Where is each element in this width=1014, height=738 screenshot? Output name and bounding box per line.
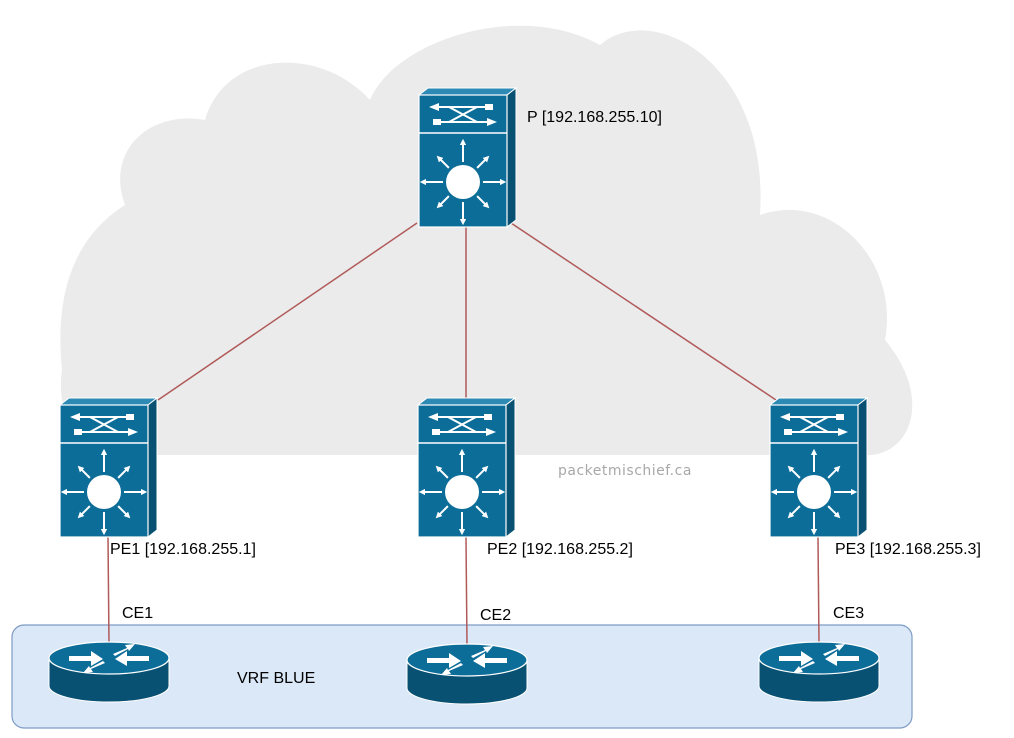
link-pe2-ce2 — [465, 536, 468, 647]
vrf-label: VRF BLUE — [237, 670, 315, 687]
node-label-pe1: PE1 [192.168.255.1] — [110, 541, 256, 558]
links — [107, 222, 820, 647]
node-p-layer3-switch-icon: P [192.168.255.10] — [417, 86, 662, 229]
node-pe1-layer3-switch-icon: PE1 [192.168.255.1] — [58, 396, 256, 558]
node-label-p: P [192.168.255.10] — [527, 109, 662, 126]
node-ce1-router-icon: CE1 — [48, 605, 170, 703]
link-p-pe3 — [510, 222, 777, 401]
node-label-ce2: CE2 — [480, 607, 511, 624]
node-label-ce3: CE3 — [833, 605, 864, 622]
node-ce2-router-icon: CE2 — [406, 607, 528, 705]
watermark-text: packetmischief.ca — [558, 463, 692, 479]
node-ce3-router-icon: CE3 — [758, 605, 880, 703]
link-p-pe1 — [157, 222, 418, 401]
node-label-pe3: PE3 [192.168.255.3] — [835, 541, 981, 558]
link-pe3-ce3 — [817, 536, 820, 645]
link-pe1-ce1 — [107, 536, 110, 645]
node-pe3-layer3-switch-icon: PE3 [192.168.255.3] — [768, 396, 981, 558]
nodes: P [192.168.255.10] PE1 [192.168.255.1] PE2… — [48, 86, 981, 705]
node-pe2-layer3-switch-icon: PE2 [192.168.255.2] — [416, 396, 633, 558]
node-label-pe2: PE2 [192.168.255.2] — [487, 541, 633, 558]
node-label-ce1: CE1 — [122, 605, 153, 622]
